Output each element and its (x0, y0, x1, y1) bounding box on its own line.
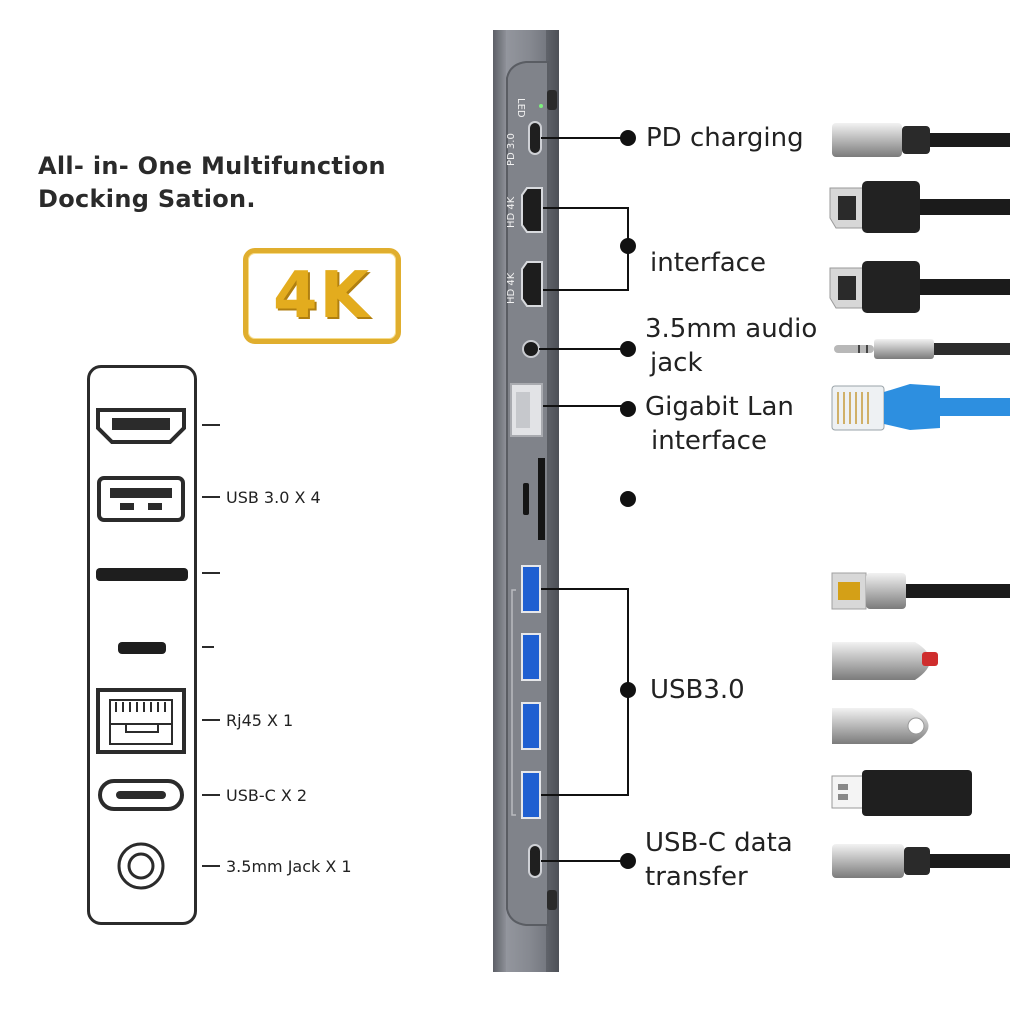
jack-count-label: 3.5mm Jack X 1 (226, 857, 352, 876)
callout-audio-line-1: 3.5mm audio (645, 314, 818, 344)
page-heading: All- in- One Multifunction Docking Satio… (38, 150, 386, 216)
dock-hd-label-1: HD 4K (506, 196, 517, 228)
usb-count-label: USB 3.0 X 4 (226, 488, 321, 507)
docking-station (493, 30, 559, 972)
callout-audio-line-2: jack (650, 348, 703, 378)
callout-lan-line-2: interface (651, 426, 767, 456)
usb-c-count-label: USB-C X 2 (226, 786, 308, 805)
usb-adapter-icon (831, 770, 972, 816)
dock-hd-label-2: HD 4K (506, 272, 517, 304)
audio-cable-icon (834, 339, 1010, 359)
callout-hdmi-interface: interface (650, 248, 766, 278)
audio-jack-icon (117, 842, 165, 890)
hdmi-port-icon (96, 408, 186, 444)
dock-led-label: LED (515, 98, 526, 118)
hdmi-cable-icon-2 (829, 261, 1010, 313)
callout-usbc-line-2: transfer (645, 862, 748, 892)
callout-audio-jack: 3.5mm audio jack (645, 312, 817, 380)
rj45-port-icon (96, 688, 186, 754)
ethernet-cable-icon (831, 384, 1010, 431)
callout-usb3: USB3.0 (650, 675, 745, 705)
badge-text: 4K (272, 259, 372, 333)
usb-flash-drive-icon (832, 642, 938, 680)
callout-usb-c-data: USB-C data transfer (645, 826, 793, 894)
callout-lan-line-1: Gigabit Lan (645, 392, 794, 422)
resolution-badge: 4K (243, 248, 401, 344)
usb-a-cable-icon (831, 572, 1010, 610)
usb-c-cable-icon-2 (832, 844, 1010, 878)
usb-flash-drive-icon-2 (832, 708, 929, 744)
callout-dots (620, 130, 636, 869)
usb-a-port-icon (97, 476, 185, 522)
rj45-count-label: Rj45 X 1 (226, 711, 294, 730)
usb-c-cable-icon (832, 123, 1010, 157)
usb-c-port-icon (98, 779, 184, 811)
callout-pd-charging: PD charging (646, 123, 804, 153)
sd-slot-icon (96, 568, 188, 581)
hdmi-cable-icon (829, 181, 1010, 233)
heading-line-2: Docking Sation. (38, 185, 256, 213)
tf-slot-icon (118, 642, 166, 654)
callout-gigabit-lan: Gigabit Lan interface (645, 390, 794, 458)
callout-usbc-line-1: USB-C data (645, 828, 793, 858)
heading-line-1: All- in- One Multifunction (38, 152, 386, 180)
dock-pd-label: PD 3.0 (506, 133, 517, 166)
